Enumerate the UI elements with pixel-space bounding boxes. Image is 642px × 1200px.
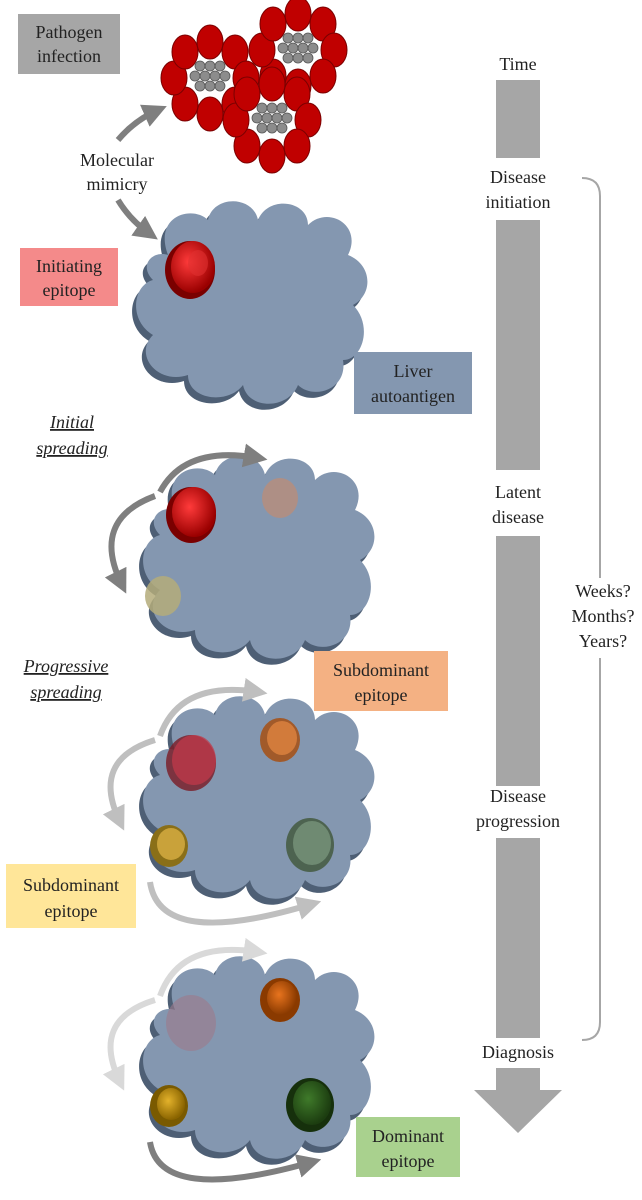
- spread-arrow-2b: [104, 493, 157, 594]
- duration-line2: Months?: [572, 606, 635, 626]
- subdominant-epitope-left-box: [6, 864, 136, 928]
- timeline-time-label: Time: [499, 54, 536, 74]
- mimicry-label-line2: mimicry: [87, 174, 148, 194]
- initiating-epitope-box: [20, 248, 118, 306]
- timeline-bar-segment-3: [496, 536, 540, 786]
- timeline-arrowhead: [474, 1068, 562, 1133]
- mimicry-arrow-down: [115, 198, 158, 240]
- subdominant-top-line2: epitope: [355, 685, 408, 705]
- subdominant-left-line1: Subdominant: [23, 875, 119, 895]
- initiating-epitope-marker: [165, 241, 215, 299]
- spread-arrow-4a: [157, 937, 268, 998]
- autoantigen-3: [139, 696, 375, 905]
- timeline: Time Disease initiation Latent disease D…: [474, 54, 562, 1133]
- timeline-latent-line1: Latent: [495, 482, 541, 502]
- progressive-spreading-line1: Progressive: [23, 656, 109, 676]
- spread-arrow-2a: [157, 443, 268, 494]
- spread-arrow-3c: [147, 881, 322, 926]
- timeline-bar-segment-2: [496, 220, 540, 470]
- dominant-label-line2: epitope: [382, 1151, 435, 1171]
- pathogen-label-line2: infection: [37, 46, 101, 66]
- timeline-bar-segment-1: [496, 80, 540, 158]
- subdominant-left-line2: epitope: [45, 901, 98, 921]
- autoantigen-1: [132, 201, 368, 410]
- pathogen-infection-box: [18, 14, 120, 74]
- initial-spreading-line2: spreading: [36, 438, 107, 458]
- spread-arrow-4c: [147, 1141, 322, 1183]
- timeline-initiation-line1: Disease: [490, 167, 546, 187]
- progressive-spreading-line2: spreading: [30, 682, 101, 702]
- timeline-latent-line2: disease: [492, 507, 544, 527]
- timeline-progression-line1: Disease: [490, 786, 546, 806]
- autoantigen-2: [139, 456, 375, 665]
- liver-label-line2: autoantigen: [371, 386, 455, 406]
- initiating-label-line1: Initiating: [36, 256, 102, 276]
- mimicry-arrow-up: [115, 104, 167, 142]
- spread-arrow-4b: [102, 997, 156, 1091]
- subdominant-top-line1: Subdominant: [333, 660, 429, 680]
- mimicry-label-line1: Molecular: [80, 150, 154, 170]
- initiating-label-line2: epitope: [43, 280, 96, 300]
- duration-label-backdrop: [568, 578, 638, 658]
- subdominant-epitope-top-box: [314, 651, 448, 711]
- dominant-epitope-box: [356, 1117, 460, 1177]
- liver-autoantigen-box: [354, 352, 472, 414]
- spread-arrow-3b: [102, 737, 156, 831]
- duration-line1: Weeks?: [575, 581, 631, 601]
- liver-label-line1: Liver: [394, 361, 433, 381]
- timeline-bar-segment-4: [496, 838, 540, 1038]
- pathogen-cluster: [160, 0, 348, 174]
- duration-line3: Years?: [579, 631, 627, 651]
- timeline-diagnosis-label: Diagnosis: [482, 1042, 554, 1062]
- pathogen-label-line1: Pathogen: [36, 22, 103, 42]
- dominant-label-line1: Dominant: [372, 1126, 444, 1146]
- initial-spreading-line1: Initial: [49, 412, 94, 432]
- autoantigen-4: [139, 956, 375, 1165]
- spread-arrow-3a: [157, 677, 268, 738]
- timeline-initiation-line2: initiation: [486, 192, 551, 212]
- timeline-progression-line2: progression: [476, 811, 560, 831]
